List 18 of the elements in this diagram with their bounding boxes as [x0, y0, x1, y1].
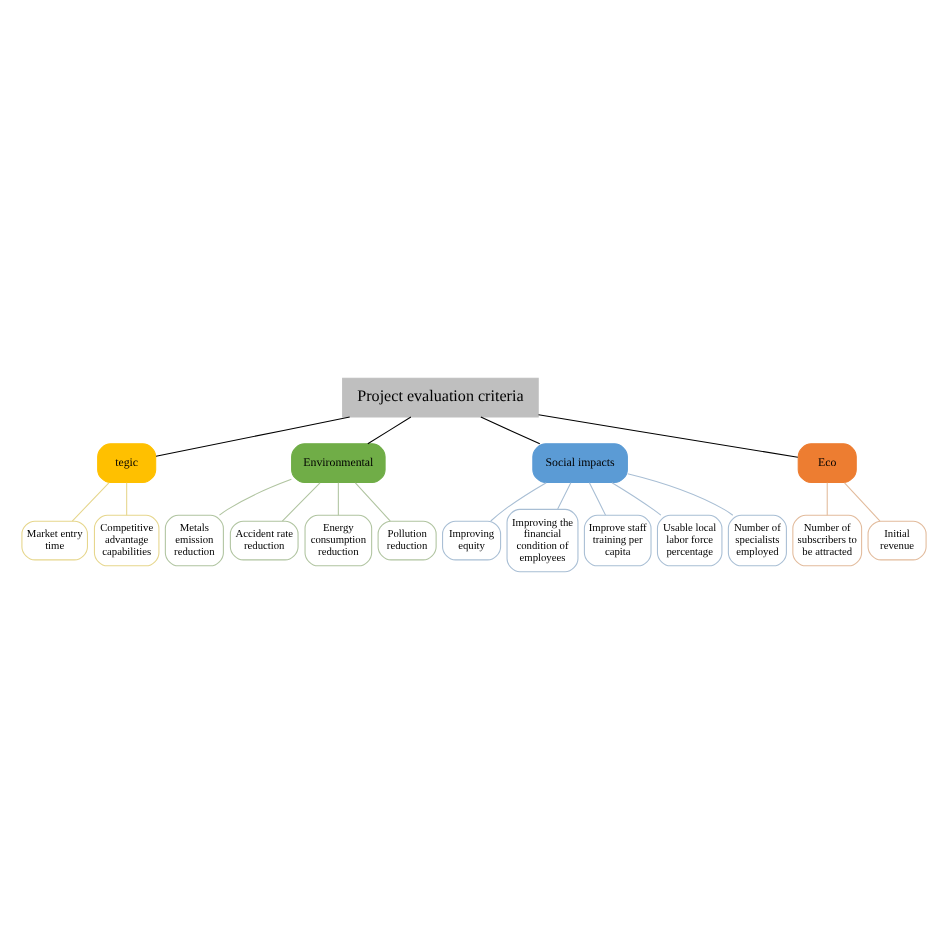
- connector: [354, 481, 391, 521]
- connector: [126, 481, 128, 515]
- connector: [588, 481, 607, 515]
- connector: [557, 481, 572, 509]
- connector: [843, 481, 881, 521]
- connector: [490, 481, 547, 521]
- connector: [480, 415, 541, 444]
- connector: [627, 472, 734, 515]
- connector: [155, 415, 351, 456]
- connector: [281, 481, 321, 521]
- connector: [367, 415, 412, 444]
- connector: [826, 481, 828, 515]
- connector: [611, 481, 662, 515]
- connector: [218, 477, 292, 515]
- connector: [337, 481, 339, 515]
- node-box: Project evaluation criteria: [342, 376, 539, 417]
- connector: [71, 481, 110, 521]
- connector: [538, 413, 799, 457]
